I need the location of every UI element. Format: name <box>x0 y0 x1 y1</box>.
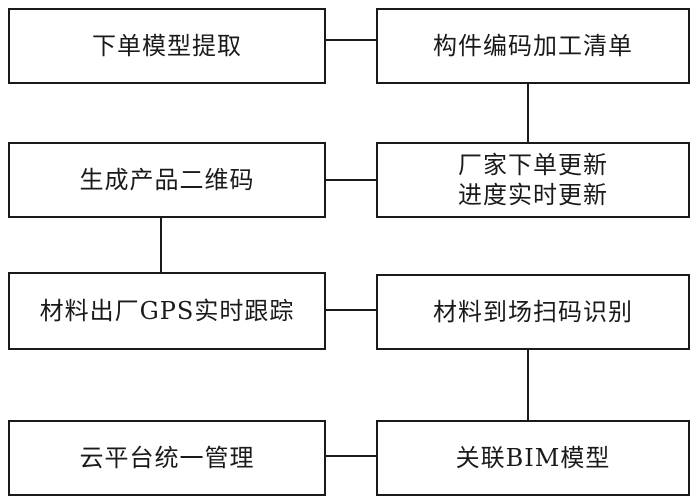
bim-link-box: 关联BIM模型 <box>376 420 690 496</box>
scan-identify-box: 材料到场扫码识别 <box>376 274 690 350</box>
qr-generate-label: 生成产品二维码 <box>79 166 255 194</box>
model-extract-label: 下单模型提取 <box>92 32 242 60</box>
gps-tracking-label: 材料出厂GPS实时跟踪 <box>39 297 295 325</box>
progress-update-box: 厂家下单更新 进度实时更新 <box>376 142 690 218</box>
cloud-manage-box: 云平台统一管理 <box>8 420 326 496</box>
bim-link-label: 关联BIM模型 <box>455 444 611 472</box>
gps-tracking-box: 材料出厂GPS实时跟踪 <box>8 272 326 350</box>
cloud-manage-label: 云平台统一管理 <box>79 444 255 472</box>
scan-identify-label: 材料到场扫码识别 <box>433 298 633 326</box>
model-extract-box: 下单模型提取 <box>8 8 326 84</box>
qr-generate-box: 生成产品二维码 <box>8 142 326 218</box>
component-code-label: 构件编码加工清单 <box>433 32 633 60</box>
component-code-box: 构件编码加工清单 <box>376 8 690 84</box>
progress-update-label-line2: 进度实时更新 <box>458 181 608 209</box>
progress-update-label-line1: 厂家下单更新 <box>458 151 608 179</box>
